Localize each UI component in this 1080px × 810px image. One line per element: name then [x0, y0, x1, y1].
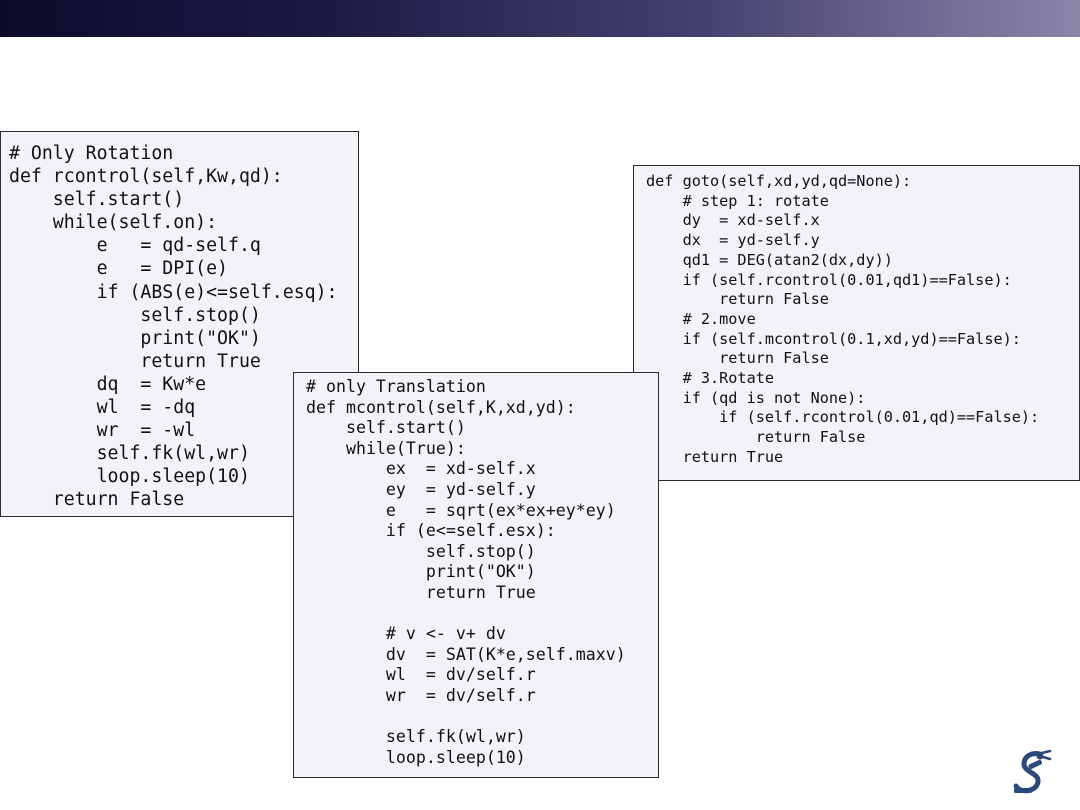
- code-block-translation: # only Translation def mcontrol(self,K,x…: [293, 372, 659, 778]
- robot-arm-logo-icon: [1006, 748, 1054, 796]
- title-bar: [0, 0, 1080, 37]
- code-block-rotation: # Only Rotation def rcontrol(self,Kw,qd)…: [0, 131, 359, 517]
- code-block-goto: def goto(self,xd,yd,qd=None): # step 1: …: [633, 165, 1080, 481]
